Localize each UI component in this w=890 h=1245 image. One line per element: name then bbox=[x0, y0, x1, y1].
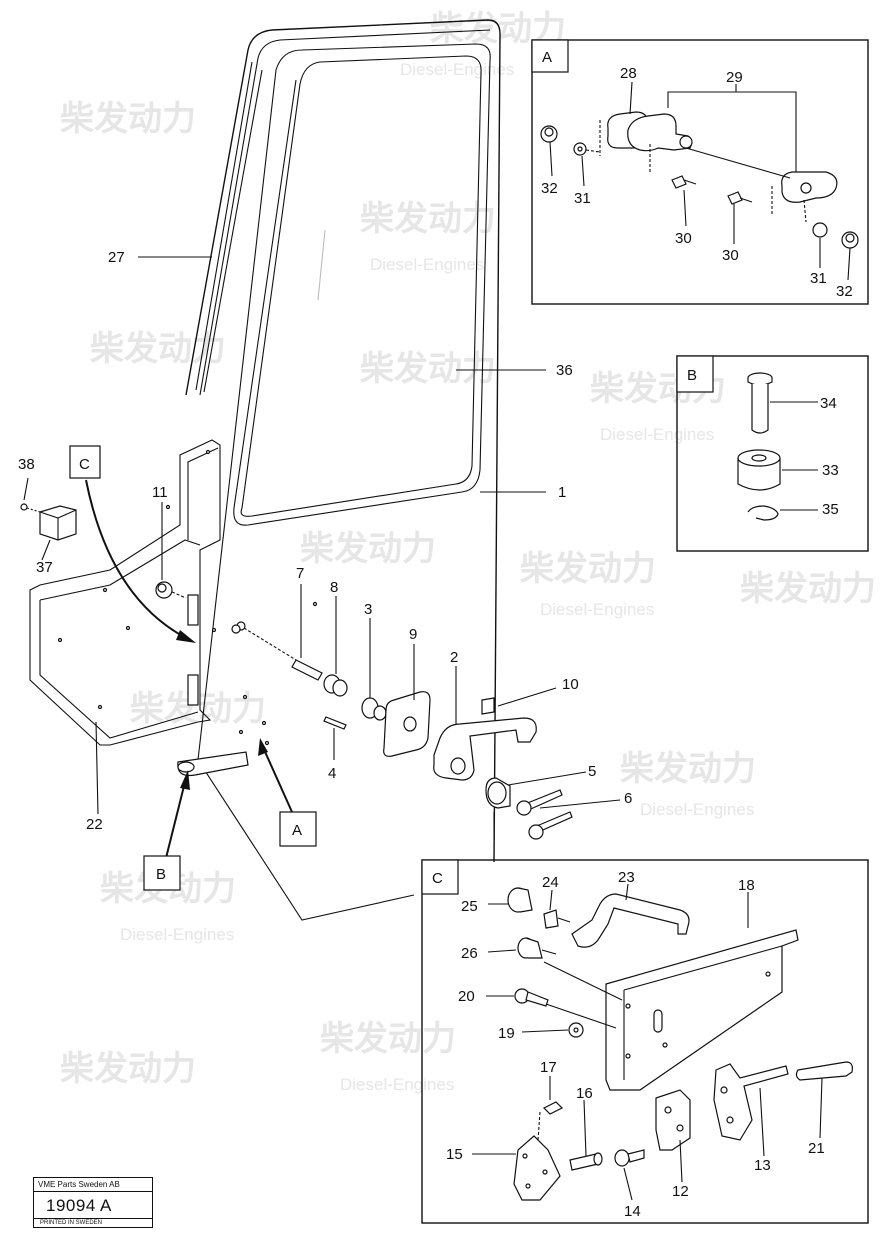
watermark-text: 柴发动力 bbox=[60, 99, 196, 139]
label-24: 24 bbox=[542, 874, 559, 891]
callout-C: C bbox=[69, 445, 101, 479]
watermark-text: Diesel-Engines bbox=[400, 60, 514, 79]
label-30: 30 bbox=[675, 230, 692, 247]
box-B-label: B bbox=[687, 367, 697, 384]
label-16: 16 bbox=[576, 1085, 593, 1102]
label-19: 19 bbox=[498, 1025, 515, 1042]
drawing-stamp: VME Parts Sweden AB 19094 A PRINTED IN S… bbox=[33, 1177, 153, 1228]
label-9: 9 bbox=[409, 626, 417, 643]
detail-box-C: C bbox=[421, 859, 869, 1224]
label-32: 32 bbox=[541, 180, 558, 197]
door-assembly bbox=[185, 19, 501, 921]
plate-37 bbox=[20, 503, 77, 541]
label-29: 29 bbox=[726, 69, 743, 86]
watermark-text: Diesel-Engines bbox=[600, 425, 714, 444]
label-14: 14 bbox=[624, 1203, 641, 1220]
label-37: 37 bbox=[36, 559, 53, 576]
label-5: 5 bbox=[588, 763, 596, 780]
stamp-company: VME Parts Sweden AB bbox=[34, 1178, 152, 1192]
watermark-text: Diesel-Engines bbox=[640, 800, 754, 819]
watermark-layer: 柴发动力 柴发动力 柴发动力 柴发动力 柴发动力 柴发动力 柴发动力 柴发动力 … bbox=[60, 9, 876, 1094]
watermark-text: Diesel-Engines bbox=[120, 925, 234, 944]
label-17: 17 bbox=[540, 1059, 557, 1076]
callout-arrows bbox=[85, 479, 293, 859]
label-36: 36 bbox=[556, 362, 573, 379]
watermark-text: 柴发动力 bbox=[620, 749, 756, 789]
label-26: 26 bbox=[461, 945, 478, 962]
watermark-text: 柴发动力 bbox=[360, 199, 496, 239]
label-8: 8 bbox=[330, 579, 338, 596]
label-20: 20 bbox=[458, 988, 475, 1005]
callout-C-label: C bbox=[79, 456, 90, 473]
label-38: 38 bbox=[18, 456, 35, 473]
main-part-numbers: 27 36 1 38 37 11 7 8 3 4 9 2 10 5 6 22 bbox=[18, 249, 632, 833]
watermark-text: Diesel-Engines bbox=[370, 255, 484, 274]
label-31: 31 bbox=[810, 270, 827, 287]
label-34: 34 bbox=[820, 395, 837, 412]
label-4: 4 bbox=[328, 765, 336, 782]
label-7: 7 bbox=[296, 565, 304, 582]
lock-parts bbox=[211, 601, 573, 840]
watermark-text: 柴发动力 bbox=[740, 569, 876, 609]
stamp-printed: PRINTED IN SWEDEN bbox=[34, 1218, 152, 1227]
label-6: 6 bbox=[624, 790, 632, 807]
detail-box-B: B 34 33 35 bbox=[676, 355, 869, 552]
label-15: 15 bbox=[446, 1146, 463, 1163]
label-18: 18 bbox=[738, 877, 755, 894]
label-35: 35 bbox=[822, 501, 839, 518]
label-32: 32 bbox=[836, 283, 853, 300]
label-27: 27 bbox=[108, 249, 125, 266]
box-A-label: A bbox=[542, 49, 552, 66]
watermark-text: 柴发动力 bbox=[520, 549, 656, 589]
label-12: 12 bbox=[672, 1183, 689, 1200]
label-21: 21 bbox=[808, 1140, 825, 1157]
label-31: 31 bbox=[574, 190, 591, 207]
label-10: 10 bbox=[562, 676, 579, 693]
watermark-text: Diesel-Engines bbox=[540, 600, 654, 619]
label-2: 2 bbox=[450, 649, 458, 666]
box-C-label: C bbox=[432, 870, 443, 887]
callout-A-label: A bbox=[292, 822, 302, 839]
step-bracket bbox=[29, 439, 221, 746]
label-22: 22 bbox=[86, 816, 103, 833]
callout-A: A bbox=[279, 811, 317, 847]
detail-box-A: A 28 29 32 31 30 30 bbox=[531, 39, 869, 305]
stamp-drawing-number: 19094 A bbox=[46, 1196, 112, 1215]
label-28: 28 bbox=[620, 65, 637, 82]
leader-lines bbox=[23, 256, 621, 815]
label-25: 25 bbox=[461, 898, 478, 915]
label-1: 1 bbox=[558, 484, 566, 501]
callout-B: B bbox=[143, 855, 181, 891]
callout-B-label: B bbox=[156, 866, 166, 883]
label-11: 11 bbox=[152, 484, 168, 501]
label-30: 30 bbox=[722, 247, 739, 264]
watermark-text: 柴发动力 bbox=[300, 529, 436, 569]
label-3: 3 bbox=[364, 601, 372, 618]
watermark-text: 柴发动力 bbox=[60, 1049, 196, 1089]
watermark-text: 柴发动力 bbox=[360, 349, 496, 389]
hinge-pin bbox=[177, 761, 195, 773]
label-33: 33 bbox=[822, 462, 839, 479]
label-13: 13 bbox=[754, 1157, 771, 1174]
watermark-text: 柴发动力 bbox=[320, 1019, 456, 1059]
label-23: 23 bbox=[618, 869, 635, 886]
bolt-11 bbox=[155, 581, 187, 599]
watermark-text: Diesel-Engines bbox=[340, 1075, 454, 1094]
